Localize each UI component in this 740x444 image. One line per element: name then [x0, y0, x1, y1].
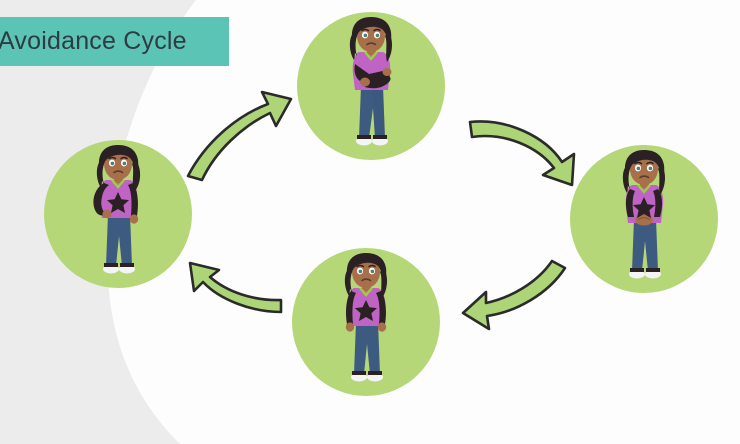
title-banner: Avoidance Cycle	[0, 17, 229, 66]
character-figure-left	[93, 145, 141, 274]
cycle-node-left[interactable]	[44, 140, 192, 288]
character-figure-bottom	[344, 253, 388, 382]
character-figure-top	[349, 17, 393, 146]
cycle-node-right[interactable]	[570, 145, 718, 293]
page-title: Avoidance Cycle	[0, 27, 187, 55]
cycle-node-bottom[interactable]	[292, 248, 440, 396]
character-figure-right	[622, 150, 666, 279]
cycle-node-top[interactable]	[297, 12, 445, 160]
